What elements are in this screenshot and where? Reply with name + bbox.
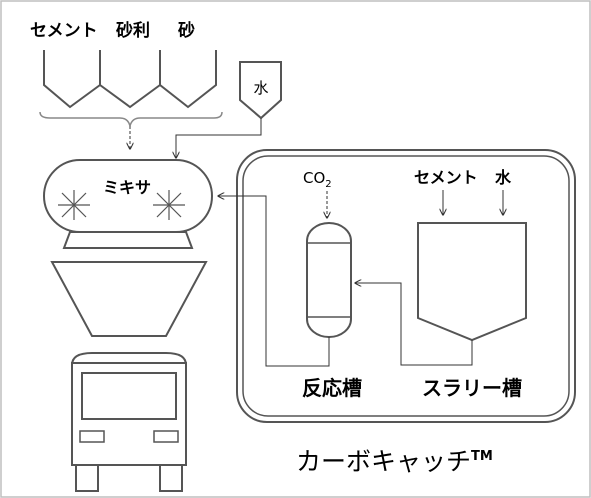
slurry-input-water-label: 水: [495, 168, 512, 187]
mixer-label: ミキサ: [103, 178, 151, 197]
truck-wheel-left: [75, 464, 99, 492]
reactor-to-mixer-line: [218, 196, 330, 367]
carbocatch-system-name: カーボキャッチTM: [296, 447, 493, 476]
slurry-input-cement-label: セメント: [414, 168, 478, 187]
sand-hopper-label: 砂: [178, 20, 195, 41]
water-hopper: [239, 61, 282, 120]
cement-hopper-label: セメント: [30, 21, 98, 41]
co2-label: CO2: [303, 169, 332, 190]
slurry-to-reactor-line: [355, 283, 473, 366]
truck-headlight-right: [153, 430, 179, 443]
carbocatch-system-box: [236, 149, 576, 423]
sand-hopper: [159, 50, 217, 109]
mixer-blade-left: [58, 190, 90, 220]
slurry-tank-label: スラリー槽: [422, 376, 522, 400]
truck-wheel-right: [159, 464, 183, 492]
mixer-base: [62, 231, 194, 249]
carbocatch-system-inner-border: [242, 155, 570, 417]
truck-windshield: [81, 372, 177, 420]
slurry-tank: [417, 222, 527, 342]
reactor-label: 反応槽: [302, 376, 362, 400]
truck-headlight-left: [79, 430, 105, 443]
water-feed-arrow: [176, 118, 262, 158]
mixer-blade-right: [153, 190, 185, 220]
reactor-vessel: [306, 222, 352, 338]
discharge-funnel: [50, 261, 208, 337]
gravel-hopper-label: 砂利: [116, 20, 150, 41]
water-hopper-label: 水: [253, 79, 268, 97]
